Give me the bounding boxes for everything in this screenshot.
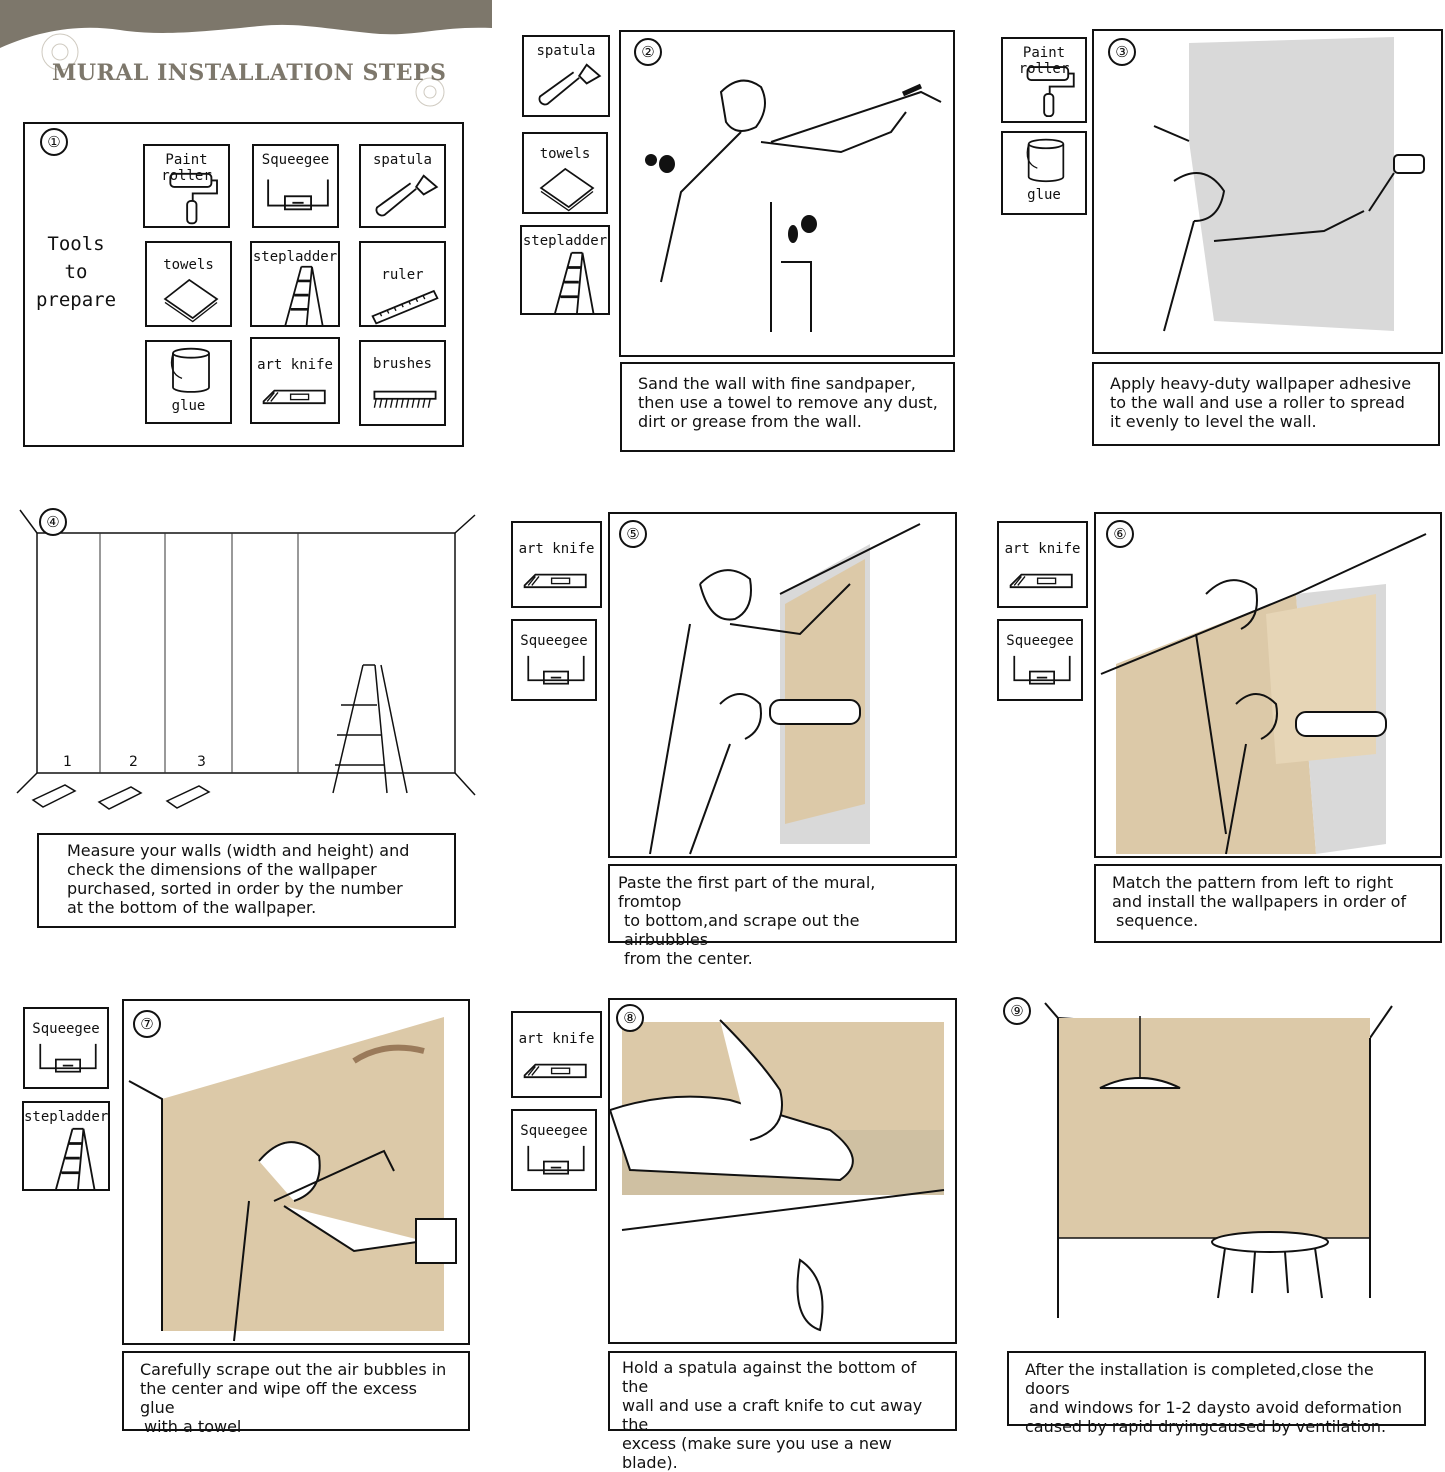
roll-number-1: 1 [63, 754, 72, 770]
glue-icon [170, 347, 210, 393]
step-9-caption: After the installation is completed,clos… [1007, 1351, 1426, 1436]
step-7-tool-stepladder: stepladder [22, 1101, 110, 1191]
pasting-illustration [649, 523, 921, 855]
step-6-caption: Match the pattern from left to right and… [1094, 864, 1442, 943]
step-2-illustration [619, 30, 955, 357]
step-6-tool-art-knife: art knife [997, 521, 1088, 608]
step-8-tool-squeegee: Squeegee [511, 1109, 597, 1191]
step-3-number: ③ [1108, 38, 1136, 66]
step-4-number: ④ [39, 508, 67, 536]
stepladder-icon [283, 265, 325, 327]
scraping-illustration [128, 1017, 457, 1342]
step-8-illustration [608, 998, 957, 1344]
matching-illustration [1100, 533, 1427, 855]
glue-icon [1026, 138, 1065, 183]
step-8-tool-art-knife: art knife [511, 1011, 602, 1098]
step-7-tool-squeegee: Squeegee [23, 1007, 109, 1089]
header-band [0, 0, 492, 107]
brushes-icon [373, 390, 437, 409]
sanding-illustration [645, 79, 942, 332]
step-1-number: ① [40, 128, 68, 156]
step-5-number: ⑤ [619, 520, 647, 548]
tool-stepladder: stepladder [250, 241, 340, 327]
stepladder-icon [553, 251, 595, 315]
step-3-tool-glue: glue [1001, 131, 1087, 215]
spatula-icon [538, 63, 601, 106]
paint-roller-icon [169, 172, 218, 225]
step-7-number: ⑦ [133, 1010, 161, 1038]
art-knife-icon [262, 389, 326, 405]
paint-roller-icon [1026, 66, 1075, 118]
spatula-icon [375, 174, 438, 217]
step-6-tool-squeegee: Squeegee [997, 619, 1083, 701]
art-knife-icon [523, 1063, 587, 1079]
towels-icon [540, 168, 594, 212]
squeegee-icon [39, 1042, 97, 1073]
tools-heading: Tools to prepare [35, 233, 117, 311]
tool-art-knife: art knife [250, 337, 340, 424]
step-5-illustration [608, 512, 957, 858]
step-2-caption: Sand the wall with fine sandpaper, then … [620, 362, 955, 452]
squeegee-icon [267, 178, 329, 211]
towels-icon [164, 278, 218, 323]
tool-ruler: ruler [359, 241, 446, 327]
roll-number-2: 2 [129, 754, 138, 770]
squeegee-icon [527, 1144, 585, 1175]
step-8-caption: Hold a spatula against the bottom of the… [608, 1351, 957, 1472]
art-knife-icon [523, 573, 587, 589]
step-6-number: ⑥ [1106, 520, 1134, 548]
squeegee-icon [1013, 654, 1071, 685]
roll-number-3: 3 [197, 754, 206, 770]
step-3-caption: Apply heavy-duty wallpaper adhesive to t… [1092, 362, 1440, 446]
step-9-number: ⑨ [1003, 997, 1031, 1025]
step-5-tool-art-knife: art knife [511, 521, 602, 608]
step-8-number: ⑧ [616, 1004, 644, 1032]
tool-glue: glue [145, 340, 232, 424]
page-title: MURAL INSTALLATION STEPS [52, 60, 447, 86]
step-7-illustration [122, 999, 470, 1345]
art-knife-icon [1009, 573, 1073, 589]
tool-towels: towels [145, 241, 232, 327]
step-3-tool-paint-roller: Paint roller [1001, 37, 1087, 123]
step-4-caption: Measure your walls (width and height) an… [37, 833, 456, 928]
trimming-illustration [610, 1019, 945, 1332]
step-5-caption: Paste the first part of the mural, fromt… [608, 864, 957, 968]
step-3-illustration [1092, 29, 1443, 354]
step-2-tool-spatula: spatula [522, 35, 610, 117]
adhesive-illustration [1153, 37, 1425, 332]
step-2-tool-towels: towels [522, 132, 608, 214]
step-7-caption: Carefully scrape out the air bubbles in … [122, 1351, 470, 1436]
ruler-icon [371, 290, 439, 325]
step-9-room-illustration [1044, 1002, 1393, 1318]
step-4-room-illustration [16, 509, 476, 810]
squeegee-icon [527, 654, 585, 685]
tool-spatula: spatula [359, 144, 446, 228]
tool-squeegee: Squeegee [252, 144, 339, 228]
tool-brushes: brushes [359, 340, 446, 426]
step-2-tool-stepladder: stepladder [520, 225, 610, 315]
tool-paint-roller: Paint roller [143, 144, 230, 228]
stepladder-icon [54, 1127, 96, 1191]
step-6-illustration [1094, 512, 1442, 858]
step-2-number: ② [634, 38, 662, 66]
step-5-tool-squeegee: Squeegee [511, 619, 597, 701]
